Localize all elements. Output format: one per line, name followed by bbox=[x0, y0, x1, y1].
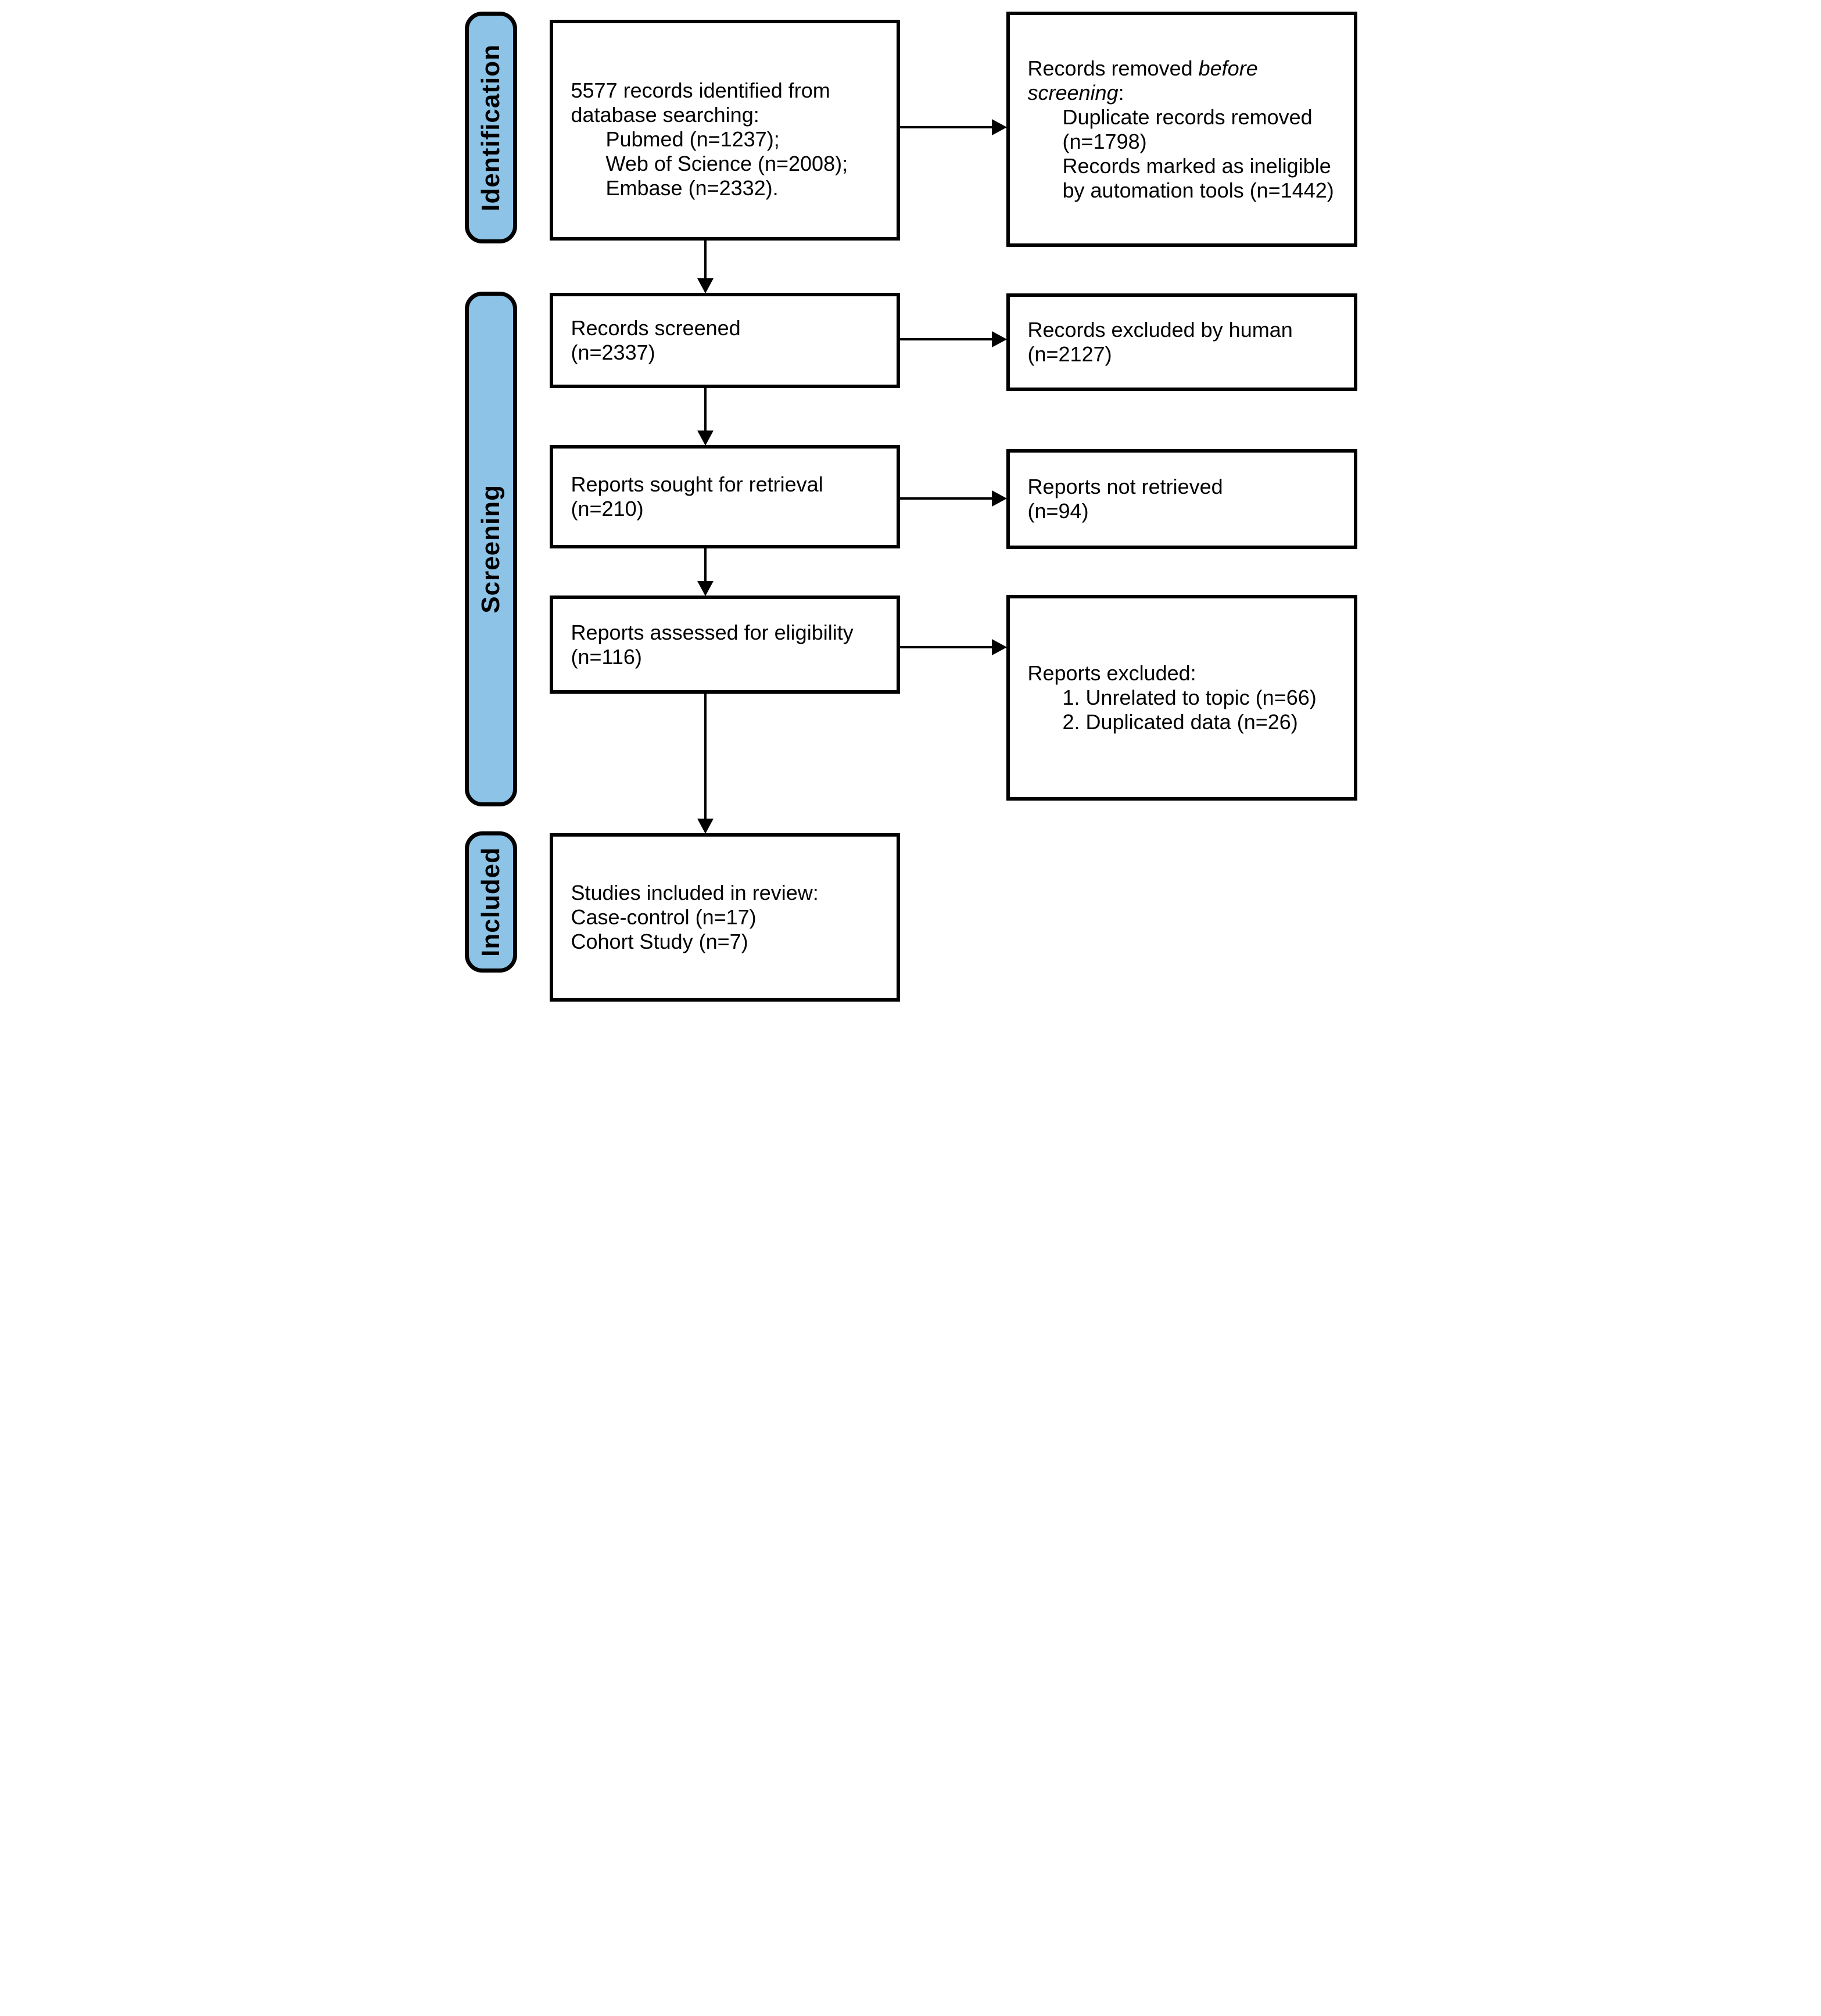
reports-not-retrieved-line: Reports not retrieved bbox=[1027, 475, 1223, 498]
records-identified-line: 5577 records identified from bbox=[571, 78, 830, 102]
box-records-removed: Records removed before screening: Duplic… bbox=[1006, 12, 1357, 247]
stage-included-label: Included bbox=[476, 847, 505, 957]
arrow-shaft bbox=[704, 694, 707, 822]
arrowhead-down-icon bbox=[697, 581, 714, 596]
records-removed-line: Records removed before bbox=[1027, 56, 1258, 80]
records-screened-count: (n=2337) bbox=[571, 340, 655, 364]
box-studies-included: Studies included in review: Case-control… bbox=[549, 833, 900, 1002]
studies-included-case-control: Case-control (n=17) bbox=[571, 905, 757, 929]
arrow-assessed-to-included bbox=[697, 694, 714, 834]
stage-screening-label: Screening bbox=[476, 485, 505, 614]
reports-excluded-line: Reports excluded: bbox=[1027, 661, 1196, 685]
studies-included-cohort: Cohort Study (n=7) bbox=[571, 930, 748, 953]
reports-sought-count: (n=210) bbox=[571, 497, 644, 521]
records-identified-line: database searching: bbox=[571, 103, 759, 127]
arrow-shaft bbox=[704, 388, 707, 433]
arrowhead-right-icon bbox=[991, 639, 1007, 655]
database-embase: Embase (n=2332). bbox=[605, 176, 779, 200]
arrow-sought-to-assessed bbox=[697, 548, 714, 596]
ineligible-records-line: Records marked as ineligible bbox=[1062, 153, 1331, 178]
ineligible-records-count: by automation tools (n=1442) bbox=[1062, 178, 1334, 202]
arrowhead-down-icon bbox=[697, 278, 714, 293]
arrowhead-down-icon bbox=[697, 819, 714, 834]
box-reports-assessed: Reports assessed for eligibility (n=116) bbox=[549, 596, 900, 694]
duplicates-removed-count: (n=1798) bbox=[1062, 129, 1147, 153]
arrow-screened-to-sought bbox=[697, 388, 714, 446]
arrow-sought-to-not-retrieved bbox=[899, 490, 1007, 507]
stage-identification: Identification bbox=[464, 12, 517, 243]
box-records-identified: 5577 records identified from database se… bbox=[549, 20, 900, 241]
arrow-shaft bbox=[899, 646, 995, 648]
reports-assessed-line: Reports assessed for eligibility bbox=[571, 620, 854, 644]
reports-not-retrieved-count: (n=94) bbox=[1027, 499, 1089, 523]
reports-assessed-count: (n=116) bbox=[571, 644, 642, 669]
database-pubmed: Pubmed (n=1237); bbox=[605, 127, 780, 151]
arrow-assessed-to-reports-excluded bbox=[899, 639, 1007, 655]
arrow-identified-to-screened bbox=[697, 241, 714, 293]
reports-excluded-reason-2: 2. Duplicated data (n=26) bbox=[1062, 710, 1298, 734]
arrowhead-down-icon bbox=[697, 431, 714, 446]
arrowhead-right-icon bbox=[991, 490, 1007, 507]
arrow-screened-to-excluded bbox=[899, 331, 1007, 347]
arrowhead-right-icon bbox=[991, 331, 1007, 347]
box-reports-excluded: Reports excluded: 1. Unrelated to topic … bbox=[1006, 595, 1357, 801]
arrowhead-right-icon bbox=[991, 119, 1007, 135]
records-excluded-count: (n=2127) bbox=[1027, 342, 1112, 366]
arrow-shaft bbox=[704, 548, 707, 584]
arrow-shaft bbox=[899, 497, 995, 500]
stage-screening: Screening bbox=[464, 292, 517, 806]
duplicates-removed-line: Duplicate records removed bbox=[1062, 105, 1313, 129]
records-excluded-line: Records excluded by human bbox=[1027, 318, 1293, 342]
arrow-shaft bbox=[899, 338, 995, 340]
arrow-identified-to-removed bbox=[899, 119, 1007, 135]
stage-included: Included bbox=[464, 831, 517, 973]
database-web-of-science: Web of Science (n=2008); bbox=[605, 152, 848, 175]
arrow-shaft bbox=[704, 241, 707, 281]
stage-identification-label: Identification bbox=[476, 44, 505, 211]
box-reports-not-retrieved: Reports not retrieved (n=94) bbox=[1006, 449, 1357, 549]
arrow-shaft bbox=[899, 126, 995, 128]
records-screened-line: Records screened bbox=[571, 316, 741, 340]
reports-sought-line: Reports sought for retrieval bbox=[571, 472, 823, 496]
box-records-screened: Records screened (n=2337) bbox=[549, 293, 900, 388]
box-reports-sought: Reports sought for retrieval (n=210) bbox=[549, 445, 900, 548]
prisma-flow-diagram: Identification Screening Included 5577 r… bbox=[455, 0, 1366, 1008]
box-records-excluded: Records excluded by human (n=2127) bbox=[1006, 293, 1357, 391]
records-removed-line: screening: bbox=[1027, 80, 1124, 105]
reports-excluded-reason-1: 1. Unrelated to topic (n=66) bbox=[1062, 686, 1317, 709]
studies-included-line: Studies included in review: bbox=[571, 881, 819, 905]
